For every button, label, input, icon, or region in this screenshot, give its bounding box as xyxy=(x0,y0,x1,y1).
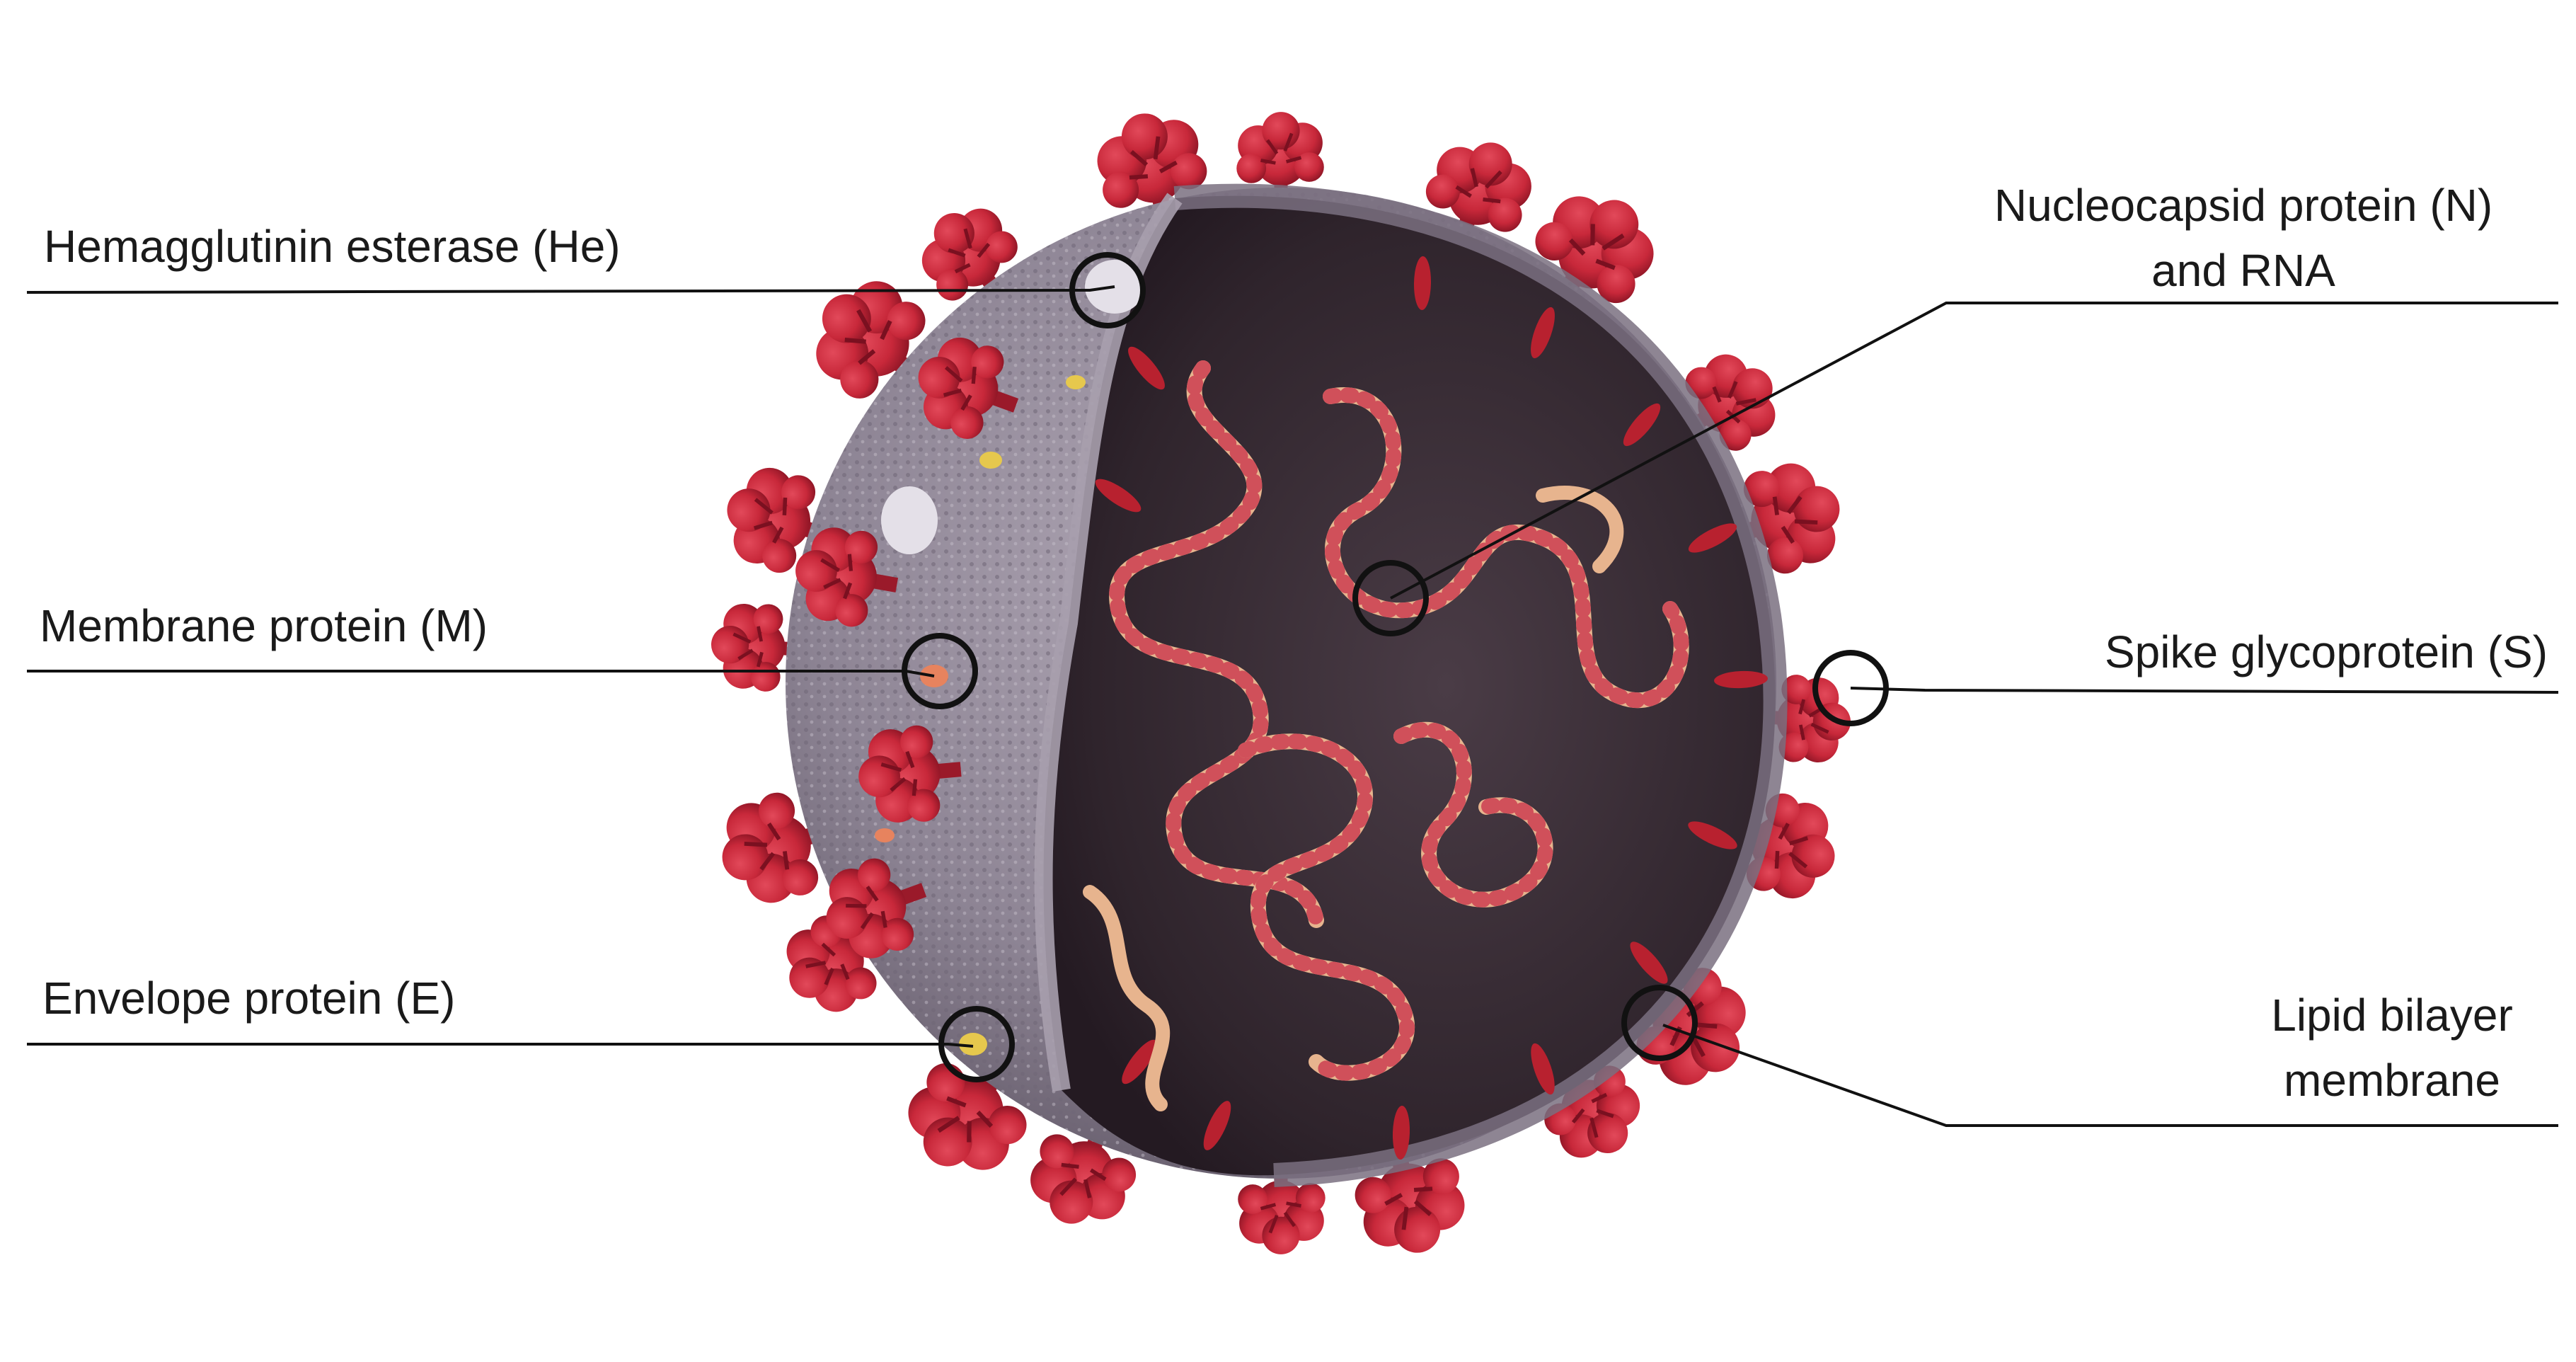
leader-nucleocapsid xyxy=(1390,302,2558,600)
label-envelope-protein: Envelope protein (E) xyxy=(42,973,456,1024)
callout-circle xyxy=(1069,252,1146,328)
leader-spike xyxy=(1850,687,2559,694)
leader-hemagglutinin xyxy=(26,285,1115,294)
label-spike: Spike glycoprotein (S) xyxy=(2104,626,2548,677)
spike-stub xyxy=(1128,346,1165,390)
spike-stub xyxy=(1122,1039,1157,1085)
label-membrane-protein: Membrane protein (M) xyxy=(40,600,488,651)
callout-circle xyxy=(1352,560,1429,636)
spike-stub xyxy=(1392,1106,1410,1160)
spike-stub xyxy=(1714,670,1768,689)
spike-stub xyxy=(1688,523,1737,553)
leader-lipid xyxy=(1662,1024,2558,1127)
spike-stub xyxy=(1203,1101,1231,1150)
spike-stub xyxy=(1413,256,1432,310)
callout-circles xyxy=(902,252,1889,1082)
label-hemagglutinin: Hemagglutinin esterase (He) xyxy=(44,221,621,272)
rna-strands xyxy=(1083,360,1689,1111)
label-lipid-line1: Lipid bilayer xyxy=(2271,990,2513,1041)
label-lipid-bilayer: Lipid bilayer membrane xyxy=(2187,983,2576,1113)
callout-circle xyxy=(902,633,978,709)
callout-circle xyxy=(1812,650,1889,726)
spike-stub xyxy=(1531,307,1555,359)
label-nucleocapsid-line2: and RNA xyxy=(2151,245,2335,296)
spike-stub xyxy=(1623,403,1661,447)
spike-stub xyxy=(1688,821,1737,849)
callout-circle xyxy=(1621,985,1698,1061)
leader-envelope-protein xyxy=(27,1043,974,1048)
spike-stub xyxy=(1531,1043,1555,1095)
callout-circle xyxy=(938,1006,1015,1082)
label-nucleocapsid-line1: Nucleocapsid protein (N) xyxy=(1994,180,2493,231)
label-lipid-line2: membrane xyxy=(2284,1055,2500,1106)
label-nucleocapsid: Nucleocapsid protein (N) and RNA xyxy=(1967,173,2519,303)
spike-stub xyxy=(1095,479,1142,513)
inner-spike-stubs xyxy=(1095,256,1768,1160)
spike-stub xyxy=(1630,942,1668,984)
